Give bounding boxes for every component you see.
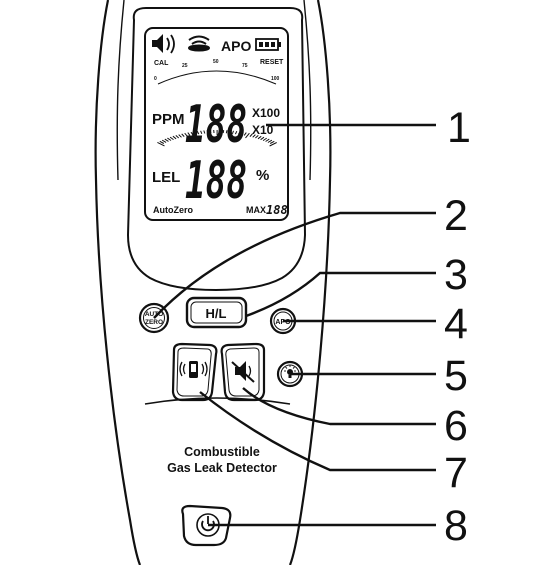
callout-line-6 — [242, 387, 436, 426]
callout-line-2 — [153, 211, 436, 319]
callout-number-3: 3 — [444, 251, 468, 299]
device-label-line2: Gas Leak Detector — [167, 461, 277, 475]
scale-tick — [193, 131, 197, 135]
ppm-digits: 188 — [185, 95, 247, 155]
scale-tick — [228, 130, 231, 134]
scale-tick — [231, 130, 234, 134]
lel-label: LEL — [152, 169, 180, 186]
callout-line-3 — [245, 271, 436, 318]
x100-label: X100 — [252, 106, 280, 120]
callout-number-6: 6 — [444, 402, 468, 450]
reset-label: RESET — [260, 59, 284, 66]
cal-label: CAL — [154, 60, 169, 67]
scale-tick — [234, 130, 238, 135]
scale-label-25: 25 — [182, 63, 188, 69]
scale-label-0: 0 — [154, 76, 157, 82]
scale-tick — [187, 132, 191, 136]
autozero-indicator: AutoZero — [153, 205, 193, 215]
callout-number-1: 1 — [447, 104, 471, 152]
wireless-signal-icon — [188, 35, 210, 52]
vibrate-phone-icon — [179, 361, 208, 378]
scale-tick — [203, 130, 206, 134]
scale-tick — [172, 135, 177, 140]
callout-number-4: 4 — [444, 300, 468, 348]
scale-tick — [249, 133, 253, 137]
scale-tick — [178, 134, 182, 138]
scale-tick — [206, 130, 209, 134]
scale-tick — [269, 142, 277, 147]
scale-tick — [265, 138, 270, 142]
callout-number-8: 8 — [444, 502, 468, 550]
mute-icon — [231, 361, 255, 383]
scale-tick — [159, 140, 165, 144]
callout-number-5: 5 — [444, 352, 468, 400]
scale-tick — [196, 130, 200, 135]
scale-tick — [252, 134, 256, 138]
bar-graph-scale: 0 25 50 75 100 — [154, 59, 280, 147]
vibrate-button[interactable] — [171, 342, 218, 402]
autozero-button-label-bottom: ZERO — [145, 319, 163, 326]
max-label: MAX — [246, 205, 266, 215]
battery-icon — [255, 38, 281, 51]
scale-label-50: 50 — [213, 59, 219, 65]
apo-button-label: APO — [275, 319, 291, 326]
scale-tick — [237, 131, 241, 135]
lel-digits: 188 — [185, 151, 247, 211]
hl-button[interactable]: H/L — [185, 296, 248, 329]
scale-tick — [175, 135, 180, 139]
autozero-button-label-top: AUTO — [145, 311, 163, 318]
scale-tick — [262, 137, 267, 142]
ppm-label: PPM — [152, 111, 185, 128]
callout-line-7 — [199, 391, 436, 472]
device-body — [94, 0, 332, 565]
scale-tick — [225, 130, 228, 134]
scale-tick — [167, 137, 172, 141]
scale-tick — [240, 131, 244, 136]
scale-tick — [243, 132, 247, 136]
display-bezel — [126, 7, 307, 292]
scale-tick — [267, 139, 273, 143]
scale-tick — [181, 133, 185, 137]
callout-number-2: 2 — [444, 192, 468, 240]
scale-tick — [245, 132, 250, 139]
mute-button[interactable] — [220, 342, 266, 402]
scale-tick — [257, 135, 262, 140]
device-label-line1: Combustible — [184, 445, 260, 459]
scale-label-100: 100 — [271, 76, 280, 82]
apo-status-label: APO — [221, 38, 251, 54]
decorative-swoosh — [144, 397, 291, 405]
scale-tick — [184, 132, 189, 139]
scale-tick — [260, 136, 265, 141]
scale-tick — [169, 136, 174, 141]
scale-tick — [269, 140, 275, 144]
callout-lines — [153, 123, 436, 527]
hl-button-label: H/L — [206, 306, 227, 321]
scale-tick — [222, 130, 225, 134]
scale-tick — [164, 138, 169, 142]
scale-tick — [157, 141, 165, 147]
scale-tick — [200, 130, 203, 134]
scale-tick — [190, 131, 194, 136]
scale-label-75: 75 — [242, 63, 248, 69]
power-icon — [201, 516, 215, 532]
percent-label: % — [256, 167, 269, 184]
scale-tick — [161, 139, 167, 143]
max-digits: 188 — [266, 203, 288, 217]
scale-tick — [209, 130, 212, 134]
x10-label: X10 — [252, 123, 274, 137]
speaker-icon — [152, 34, 175, 54]
callout-number-7: 7 — [444, 449, 468, 497]
scale-tick — [255, 135, 259, 139]
